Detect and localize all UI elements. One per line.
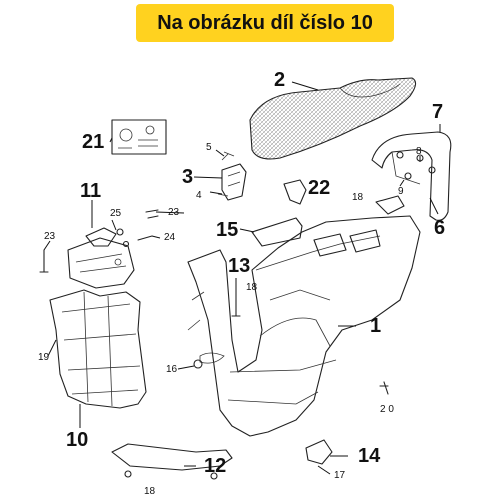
sticker-part xyxy=(111,119,167,155)
callout-22: 22 xyxy=(308,177,330,199)
callout-10: 10 xyxy=(66,429,88,451)
callout-14: 14 xyxy=(358,445,381,467)
callout-18-bottom: 18 xyxy=(144,486,156,497)
bracket-6-part xyxy=(375,195,405,215)
callout-21: 21 xyxy=(82,131,104,153)
callout-labels: 2 1 3 4 5 6 7 8 9 10 11 12 13 14 15 16 1… xyxy=(38,69,445,497)
callout-11: 11 xyxy=(80,180,101,202)
callout-23-right: 23 xyxy=(168,207,180,218)
callout-16: 16 xyxy=(166,364,178,375)
callout-13: 13 xyxy=(228,255,250,277)
callout-18-rack: 18 xyxy=(352,192,364,203)
callout-12: 12 xyxy=(204,455,226,477)
bracket-14-part xyxy=(305,439,333,465)
bracket-15-part xyxy=(251,217,303,247)
callout-18-frame: 18 xyxy=(246,282,258,293)
header-banner: Na obrázku díl číslo 10 xyxy=(136,4,394,42)
callout-8: 8 xyxy=(416,146,422,157)
header-title: Na obrázku díl číslo 10 xyxy=(157,11,373,34)
callout-25: 25 xyxy=(110,208,122,219)
callout-5: 5 xyxy=(206,142,212,153)
main-frame-part xyxy=(187,215,421,437)
callout-15: 15 xyxy=(216,219,238,241)
bolt-20-part xyxy=(379,381,389,395)
bolts-23-24-25-part xyxy=(39,209,159,273)
bracket-22-part xyxy=(283,179,307,205)
callout-6: 6 xyxy=(434,217,445,239)
callout-7: 7 xyxy=(432,101,443,123)
bolt-13-18-part xyxy=(231,299,241,317)
leader-lines xyxy=(43,81,441,475)
callout-17: 17 xyxy=(334,470,346,481)
callout-3: 3 xyxy=(182,166,193,188)
seat-part xyxy=(249,77,417,160)
bracket-3-part xyxy=(217,151,247,201)
callout-24: 24 xyxy=(164,232,176,243)
callout-20: 2 0 xyxy=(380,404,394,415)
callout-19: 19 xyxy=(38,352,50,363)
rear-rack-part xyxy=(371,131,452,221)
front-subframe-part-10 xyxy=(49,289,147,409)
grommet-16-part xyxy=(193,359,203,369)
callout-4: 4 xyxy=(196,190,202,201)
callout-1: 1 xyxy=(370,315,381,337)
callout-23-left: 23 xyxy=(44,231,56,242)
bracket-11-part xyxy=(67,227,135,289)
callout-2: 2 xyxy=(274,69,285,91)
lower-bracket-12-part xyxy=(111,443,233,480)
callout-9: 9 xyxy=(398,186,404,197)
